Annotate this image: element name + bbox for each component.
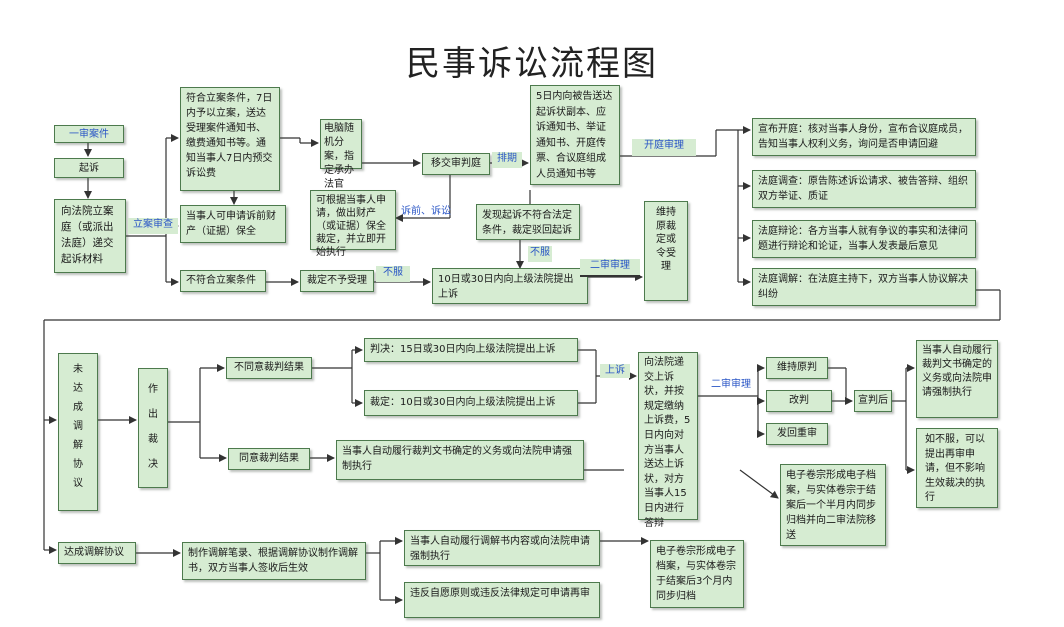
dismiss-found-node: 发现起诉不符合法定条件，裁定驳回起诉 [476, 204, 580, 240]
meets-criteria-node: 符合立案条件，7日内予以立案，送达受理案件通知书、缴费通知书等。通知当事人7日内… [180, 87, 280, 191]
not-accept2-label: 不服 [528, 246, 552, 262]
service-5days-node: 5日内向被告送达起诉状副本、应诉通知书、举证通知书、开庭传票、合议庭组成人员通知… [530, 85, 620, 185]
first-instance-node: 一审案件 [54, 125, 124, 143]
page-title: 民事诉讼流程图 [406, 44, 658, 84]
sue-node: 起诉 [54, 158, 124, 178]
second-trial2-label: 二审审理 [711, 379, 751, 390]
court-mediation-node: 法庭调解：在法庭主持下，双方当事人协议解决纠纷 [752, 268, 976, 306]
mediation-record-node: 制作调解笔录、根据调解协议制作调解书，双方当事人签收后生效 [182, 542, 366, 580]
change-verdict-node: 改判 [766, 390, 832, 412]
pronounce-node: 宣判后 [854, 390, 892, 412]
mediation-reached-node: 达成调解协议 [58, 542, 136, 564]
voluntary-second-node: 当事人自动履行裁判文书确定的义务或向法院申请强制执行 [916, 340, 998, 418]
submit-appeal-node: 向法院递交上诉状，并按规定缴纳上诉费，5日内向对方当事人送达上诉状，对方当事人1… [638, 352, 698, 529]
transfer-trial-node: 移交审判庭 [422, 153, 490, 175]
no-accept-ruling-node: 裁定不予受理 [300, 270, 374, 292]
uphold-original-node: 维持原裁定或令受理 [644, 201, 688, 301]
schedule-label: 排期 [492, 152, 522, 168]
second-trial-label: 二审审理 [580, 259, 640, 277]
preservation-request-node: 当事人可申请诉前财产（证据）保全 [180, 205, 286, 243]
judgment-node: 作出裁决 [138, 368, 168, 488]
disagree-node: 不同意裁判结果 [226, 357, 312, 379]
agree-node: 同意裁判结果 [228, 448, 310, 470]
submit-materials-node: 向法院立案庭（或派出法庭）递交起诉材料 [54, 199, 126, 273]
court-debate-node: 法庭辩论：各方当事人就有争议的事实和法律问题进行辩论和论证，当事人发表最后意见 [752, 220, 976, 258]
e-dossier-first-node: 电子卷宗形成电子档案，与实体卷宗于结案后3个月内同步归档 [650, 540, 744, 608]
judgment-appeal-node: 判决：15日或30日内向上级法院提出上诉 [364, 338, 578, 362]
remand-node: 发回重审 [766, 423, 828, 445]
dissatisfied-retrial-node: 如不服，可以提出再审申请，但不影响生效裁决的执行 [916, 428, 998, 508]
pre-litigation-label: 诉前、诉讼 [401, 206, 451, 217]
court-opening-node: 宣布开庭：核对当事人身份，宣布合议庭成员，告知当事人权利义务，询问是否申请回避 [752, 118, 976, 156]
not-accept-label: 不服 [376, 266, 410, 282]
filing-review-label: 立案审查 [128, 218, 178, 234]
random-assign-node: 电脑随机分案，指定承办法官 [320, 119, 362, 190]
appeal-10-30-node: 10日或30日内向上级法院提出上诉 [432, 268, 588, 304]
appeal-label: 上诉 [600, 364, 630, 378]
ruling-appeal-node: 裁定：10日或30日内向上级法院提出上诉 [364, 390, 578, 416]
open-trial-label: 开庭审理 [632, 139, 696, 156]
mediation-perform-node: 当事人自动履行调解书内容或向法院申请强制执行 [404, 530, 600, 566]
not-meet-criteria-node: 不符合立案条件 [180, 270, 266, 292]
court-investigation-node: 法庭调查：原告陈述诉讼请求、被告答辩、组织双方举证、质证 [752, 170, 976, 208]
retrial-apply-node: 违反自愿原则或违反法律规定可申请再审 [404, 582, 600, 618]
applicant-preservation-node: 可根据当事人申请，做出财产（或证据）保全裁定，并立即开始执行 [310, 190, 396, 258]
voluntary-perform-node: 当事人自动履行裁判文书确定的义务或向法院申请强制执行 [336, 440, 584, 480]
uphold-verdict-node: 维持原判 [766, 357, 828, 379]
e-dossier-second-node: 电子卷宗形成电子档案，与实体卷宗于结案后一个半月内同步归档并向二审法院移送 [780, 464, 886, 546]
no-mediation-node: 未达成调解协议 [58, 353, 98, 511]
